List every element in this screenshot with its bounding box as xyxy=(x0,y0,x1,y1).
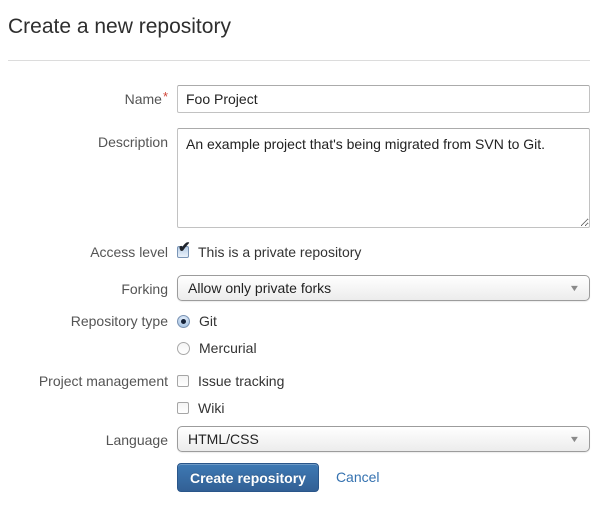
git-radio-label: Git xyxy=(199,312,217,329)
name-input[interactable] xyxy=(177,85,590,113)
repo-type-option-git[interactable]: Git xyxy=(177,311,590,331)
access-level-label: Access level xyxy=(90,244,168,260)
wiki-label: Wiki xyxy=(198,399,225,416)
description-row: Description An example project that's be… xyxy=(8,128,590,228)
wiki-checkbox[interactable] xyxy=(177,402,189,414)
dropdown-arrow-icon: ▼ xyxy=(568,282,581,293)
private-repository-option[interactable]: ✔ This is a private repository xyxy=(177,240,590,262)
actions-row: Create repository Cancel xyxy=(8,463,590,492)
name-row: Name* xyxy=(8,85,590,113)
create-repository-form: Name* Description An example project tha… xyxy=(8,85,590,492)
radio-dot xyxy=(181,318,186,324)
issue-tracking-option[interactable]: Issue tracking xyxy=(177,371,590,391)
repo-type-option-mercurial[interactable]: Mercurial xyxy=(177,338,590,358)
language-label: Language xyxy=(105,432,168,448)
forking-row: Forking Allow only private forks ▼ xyxy=(8,275,590,301)
language-selected-value: HTML/CSS xyxy=(188,431,259,447)
divider xyxy=(8,60,590,61)
create-repository-button[interactable]: Create repository xyxy=(177,463,319,492)
language-row: Language HTML/CSS ▼ xyxy=(8,426,590,452)
page-title: Create a new repository xyxy=(8,15,231,38)
forking-select[interactable]: Allow only private forks ▼ xyxy=(177,275,590,301)
repository-type-row: Repository type Git Mercurial xyxy=(8,311,590,358)
private-repository-checkbox[interactable]: ✔ xyxy=(177,240,191,258)
description-textarea[interactable]: An example project that's being migrated… xyxy=(177,128,590,228)
project-management-label: Project management xyxy=(38,373,168,389)
access-level-row: Access level ✔ This is a private reposit… xyxy=(8,240,590,262)
wiki-option[interactable]: Wiki xyxy=(177,398,590,418)
language-select[interactable]: HTML/CSS ▼ xyxy=(177,426,590,452)
dropdown-arrow-icon: ▼ xyxy=(568,433,581,444)
mercurial-radio-label: Mercurial xyxy=(199,339,257,356)
repository-type-label: Repository type xyxy=(70,313,168,329)
forking-selected-value: Allow only private forks xyxy=(188,280,332,296)
issue-tracking-label: Issue tracking xyxy=(198,372,285,389)
name-label: Name* xyxy=(124,89,168,107)
description-label: Description xyxy=(97,134,168,150)
mercurial-radio[interactable] xyxy=(177,341,190,355)
checkmark-icon: ✔ xyxy=(178,239,191,256)
cancel-link[interactable]: Cancel xyxy=(335,469,380,485)
create-repository-page: Create a new repository Name* Descriptio… xyxy=(8,15,590,492)
required-asterisk: * xyxy=(162,89,168,104)
git-radio[interactable] xyxy=(177,314,190,328)
forking-label: Forking xyxy=(121,281,168,297)
issue-tracking-checkbox[interactable] xyxy=(177,375,189,387)
private-repository-label: This is a private repository xyxy=(198,243,362,260)
project-management-row: Project management Issue tracking Wiki xyxy=(8,371,590,418)
